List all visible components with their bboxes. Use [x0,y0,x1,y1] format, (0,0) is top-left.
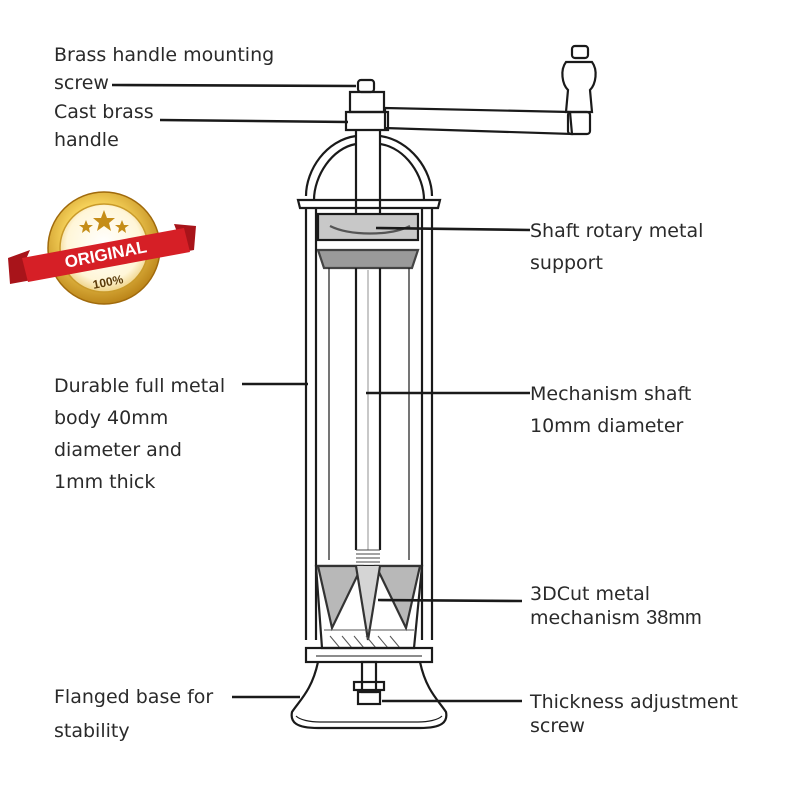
ribbon [8,224,196,284]
label-line: 10mm diameter [530,415,684,437]
label-mechanism-word: mechanism [530,607,641,629]
label-mounting-screw: Brass handle mounting screw [54,41,274,97]
grind-mechanism [314,564,424,650]
label-adjustment-screw: Thickness adjustment screw [530,690,738,738]
label-body: Durable full metal body 40mm diameter an… [54,370,225,498]
badge-sub-text: 100% [92,272,125,292]
label-line: Durable full metal [54,375,226,397]
label-rotary-support: Shaft rotary metal support [530,215,703,279]
label-line: Thickness adjustment [530,691,739,713]
adjustment-screw-drawing [352,660,386,706]
label-line: 1mm thick [54,471,156,493]
flanged-base [290,661,448,730]
label-line: screw [54,72,109,94]
label-line: diameter and [54,439,182,461]
label-mechanism-size: 38mm [646,607,702,629]
label-line: Cast brass [54,101,154,123]
label-line: body 40mm [54,407,169,429]
label-line: Flanged base for [54,686,214,708]
label-line: 3DCut metal [530,583,651,605]
dome-arch [304,134,357,197]
label-line: handle [54,129,119,151]
label-line: stability [54,720,130,742]
star-icon [79,210,129,233]
label-mechanism-shaft: Mechanism shaft 10mm diameter [530,378,691,442]
original-badge: ORIGINAL 100% [8,191,196,305]
leader-lines [111,83,531,703]
label-line: Brass handle mounting [54,44,275,66]
label-base: Flanged base for stability [54,680,213,748]
label-cast-handle: Cast brass handle [54,98,154,154]
label-line: screw [530,715,585,737]
top-nut [344,78,390,132]
crank-arm [383,106,574,136]
label-line: mechanism 38mm [530,606,702,630]
handle-knob [561,44,597,136]
label-line: Mechanism shaft [530,383,692,405]
label-line: Shaft rotary metal [530,220,704,242]
label-mechanism: 3DCut metal mechanism 38mm [530,582,702,630]
label-line: support [530,252,603,274]
